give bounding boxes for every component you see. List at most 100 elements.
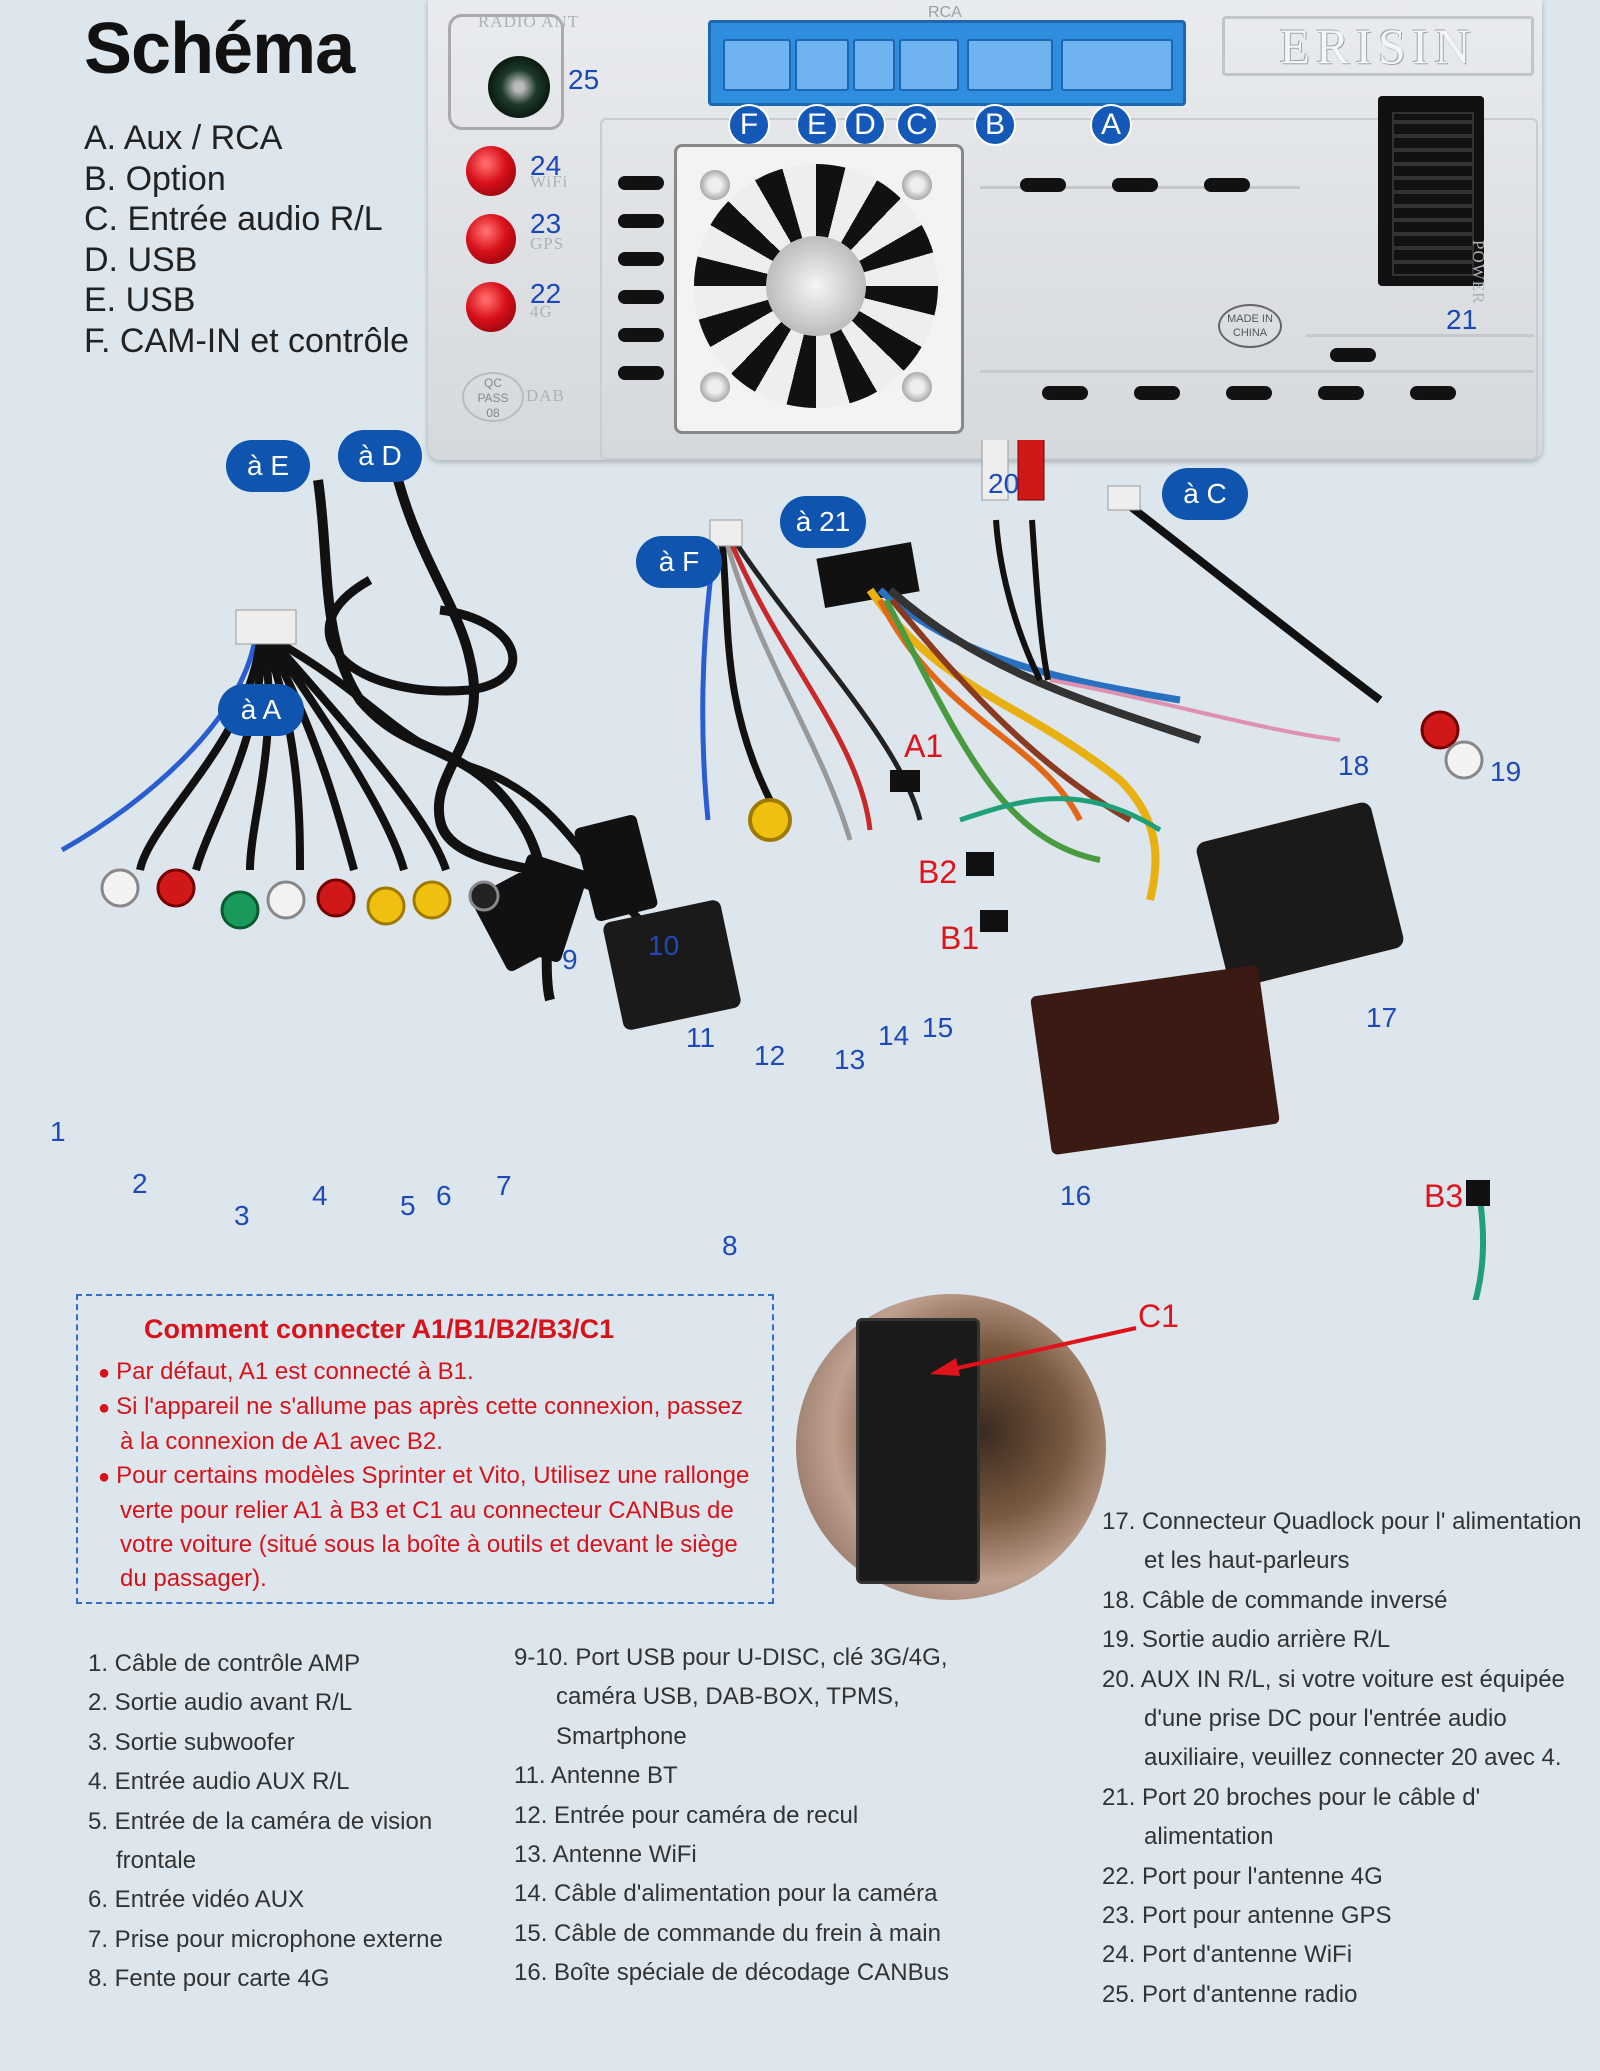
vent-slot	[618, 328, 664, 342]
cable-number-15: 15	[922, 1012, 954, 1043]
list-item: 7. Prise pour microphone externe	[88, 1925, 443, 1953]
usb-cable-loop	[324, 576, 518, 696]
radio-ant-label: RADIO ANT	[478, 12, 580, 31]
list-item: 4. Entrée audio AUX R/L	[88, 1768, 350, 1796]
list-item: 12. Entrée pour caméra de recul	[514, 1801, 859, 1829]
cable-number-8: 8	[722, 1230, 738, 1261]
audio-in-cable-c	[1119, 496, 1383, 704]
cable-number-17: 17	[1366, 1002, 1398, 1033]
list-item: 8. Fente pour carte 4G	[88, 1965, 330, 1993]
rca-wire	[262, 638, 304, 871]
list-item: 1. Câble de contrôle AMP	[88, 1650, 361, 1677]
qc-line: QC	[484, 376, 502, 390]
brand-logo: ERISIN	[1222, 16, 1534, 76]
cable-number-13: 13	[834, 1044, 866, 1075]
harness-wire	[877, 587, 1181, 704]
gps-antenna-port	[466, 214, 516, 264]
cable-number-11: 11	[686, 1022, 716, 1053]
legend-item-a: A. Aux / RCA	[84, 119, 283, 157]
cable-number-2: 2	[132, 1168, 148, 1199]
rca-wire	[264, 638, 358, 872]
page-title: Schéma	[84, 9, 355, 89]
port-number-24: 24	[530, 150, 562, 181]
cable-number-7: 7	[496, 1170, 512, 1201]
usb-plug-10	[574, 814, 658, 922]
cable-number-10: 10	[648, 930, 680, 961]
cable-number-4: 4	[312, 1180, 328, 1211]
rca-plug-20-white	[981, 440, 1009, 501]
mic-jack	[468, 880, 500, 912]
rca-plug-white	[266, 880, 306, 920]
wifi-faded-label: WiFi	[530, 172, 569, 191]
g4-antenna-port	[466, 282, 516, 332]
list-item: 20. AUX IN R/L, si votre voiture est équ…	[1102, 1665, 1565, 1772]
power-label: POWER	[1469, 240, 1488, 305]
list-item: 24. Port d'antenne WiFi	[1102, 1941, 1353, 1969]
rca-slot-a	[1061, 39, 1173, 91]
rca-plug-red	[156, 868, 196, 908]
aux-in-wire	[1029, 519, 1051, 681]
rca-plug-yellow	[412, 880, 452, 920]
cable-number-18: 18	[1338, 750, 1370, 781]
cable-number-16: 16	[1060, 1180, 1092, 1211]
rca-wire	[136, 639, 264, 871]
badge-c: C	[896, 104, 938, 146]
harness-wire	[866, 587, 1160, 901]
arrow-icon	[930, 1326, 1137, 1376]
vent-slot	[1042, 386, 1088, 400]
qc-line: 08	[486, 406, 500, 420]
callout-to-f: à F	[636, 536, 722, 588]
dab-label: DAB	[526, 386, 565, 405]
canbus-green-wire	[959, 796, 1162, 833]
rca-slot-f	[723, 39, 791, 91]
rca-plug-green	[220, 890, 260, 930]
mic-wire	[272, 636, 643, 923]
list-item: 13. Antenne WiFi	[514, 1841, 697, 1869]
rca-slot-b	[967, 39, 1053, 91]
list-item: 16. Boîte spéciale de décodage CANBus	[514, 1959, 949, 1987]
list-item: 11. Antenne BT	[514, 1762, 678, 1790]
list-item: 14. Câble d'alimentation pour la caméra	[514, 1880, 938, 1908]
rca-wire	[192, 639, 266, 872]
cable-number-12: 12	[754, 1040, 786, 1071]
info-title: Comment connecter A1/B1/B2/B3/C1	[144, 1314, 615, 1344]
badge-f: F	[728, 104, 770, 146]
port-number-21: 21	[1446, 304, 1478, 335]
radio-antenna-housing	[448, 14, 564, 130]
made-in-china-seal: MADE IN CHINA	[1218, 304, 1282, 348]
green-extension-cable	[1472, 1199, 1487, 1300]
vent-slot	[1020, 178, 1066, 192]
rear-out-rca-white	[1444, 740, 1484, 780]
connection-info-box: Comment connecter A1/B1/B2/B3/C1 Par déf…	[76, 1294, 774, 1604]
rca-plug-red	[316, 878, 356, 918]
canbus-connector-block	[856, 1318, 980, 1584]
screw-icon	[902, 372, 932, 402]
vent-slot	[1410, 386, 1456, 400]
rca-plug-yellow	[366, 886, 406, 926]
description-list-right: 17. Connecteur Quadlock pour l' alimenta…	[1102, 1502, 1582, 2014]
legend-item-e: E. USB	[84, 281, 196, 319]
wifi-antenna-port	[466, 146, 516, 196]
label-c1: C1	[1138, 1298, 1179, 1334]
cable-number-9: 9	[562, 944, 578, 975]
description-list-middle: 9-10. Port USB pour U-DISC, clé 3G/4G, c…	[514, 1638, 1014, 1993]
badge-e: E	[796, 104, 838, 146]
cable-number-20: 20	[988, 468, 1020, 499]
callout-to-c: à C	[1162, 468, 1248, 520]
rca-wire	[246, 639, 273, 871]
amp-wire-1	[60, 639, 258, 853]
list-item: 6. Entrée vidéo AUX	[88, 1886, 305, 1914]
vent-slot	[1112, 178, 1158, 192]
badge-b: B	[974, 104, 1016, 146]
vent-slot	[618, 366, 664, 380]
cable-number-14: 14	[878, 1020, 910, 1051]
vent-slot	[1204, 178, 1250, 192]
vent-slot	[618, 176, 664, 190]
unit-frame	[600, 118, 1538, 460]
rear-out-rca-red	[1420, 710, 1460, 750]
harness-wire	[883, 598, 1101, 863]
vent-slot	[618, 252, 664, 266]
rca-slot-c	[899, 39, 959, 91]
info-list: Par défaut, A1 est connecté à B1. Si l'a…	[98, 1355, 752, 1596]
badge-d: D	[844, 104, 886, 146]
